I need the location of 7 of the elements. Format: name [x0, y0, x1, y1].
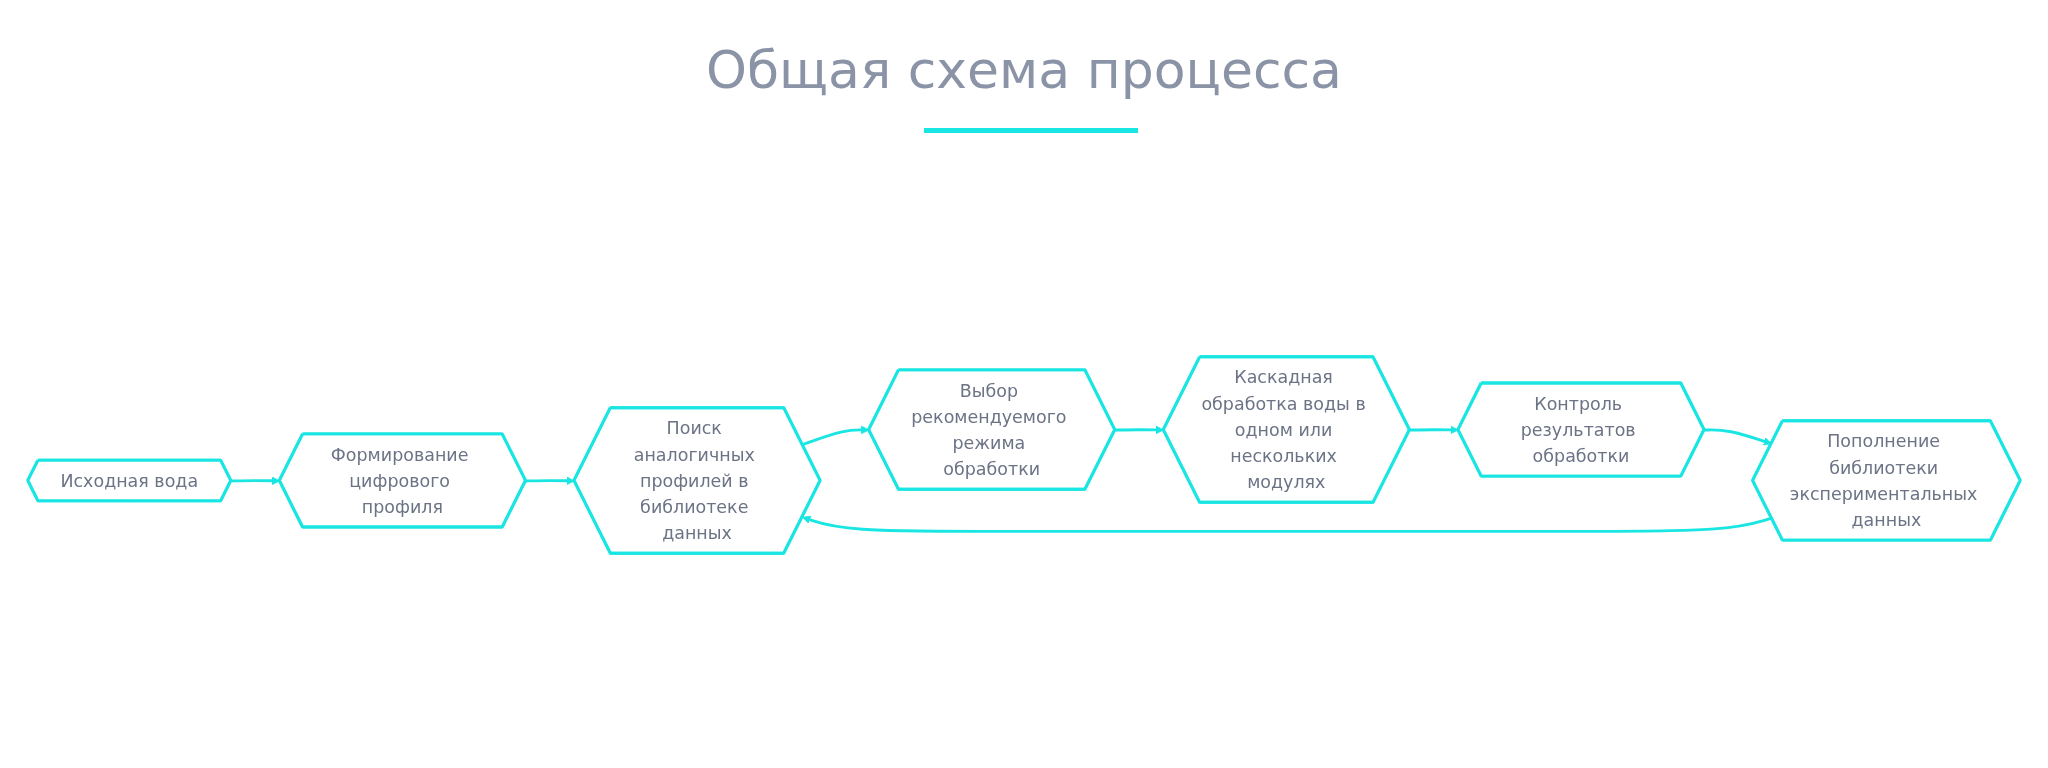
diagram-title: Общая схема процесса: [705, 40, 1343, 100]
arrow: [231, 476, 281, 486]
arrow: [801, 425, 870, 447]
arrow: [1704, 428, 1772, 446]
arrow: [1409, 425, 1459, 435]
arrow: [525, 476, 575, 486]
arrow: [1115, 425, 1165, 435]
